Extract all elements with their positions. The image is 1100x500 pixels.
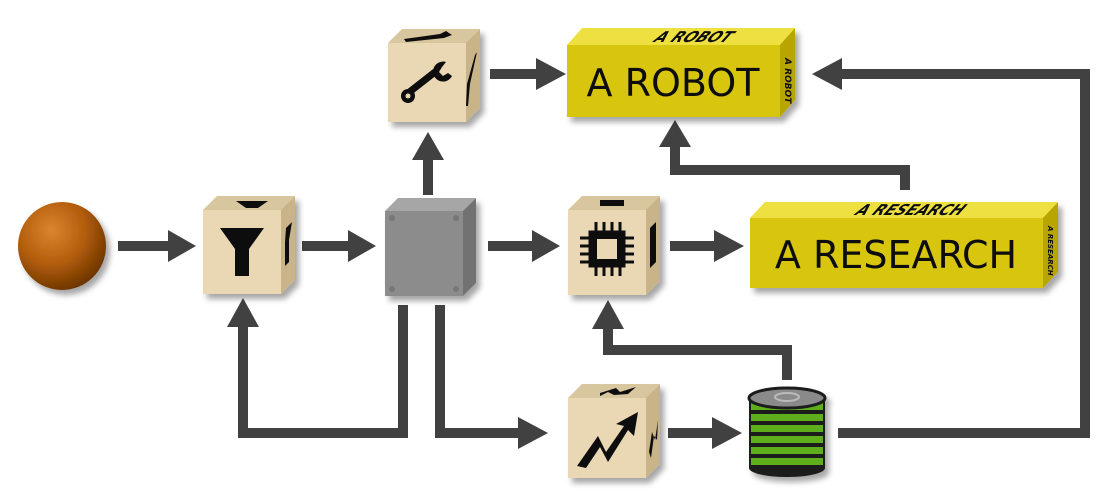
arrow-hub-to-filter <box>238 305 408 438</box>
cube-side <box>463 198 476 296</box>
robot-label-side: A ROBOT <box>782 57 792 104</box>
bolt-icon <box>389 215 395 221</box>
funnel-icon <box>220 228 264 276</box>
arrowhead <box>592 300 624 329</box>
tools-node[interactable] <box>388 29 480 122</box>
database-node[interactable] <box>747 386 827 477</box>
arrowhead <box>659 120 691 147</box>
chip-icon-side <box>650 222 656 268</box>
chip-icon-top <box>600 200 624 206</box>
screwdriver-icon <box>466 52 477 106</box>
hub-node[interactable] <box>385 198 476 296</box>
arrowhead <box>812 58 842 90</box>
zigzag-arrow-icon-top <box>600 387 636 396</box>
cube-side <box>646 384 660 478</box>
robot-output-node[interactable]: A ROBOT A ROBOT A ROBOT <box>567 28 795 117</box>
arrowhead <box>518 417 548 449</box>
bolt-icon <box>453 215 459 221</box>
arrowhead <box>712 417 742 449</box>
arrow-hub-to-growth <box>435 305 520 438</box>
bolt-icon <box>389 286 395 292</box>
source-node[interactable] <box>18 202 106 290</box>
research-label: A RESEARCH <box>775 233 1017 277</box>
robot-label: A ROBOT <box>587 61 761 105</box>
zigzag-arrow-icon-side <box>649 420 658 458</box>
box-side <box>1043 202 1058 288</box>
arrowheads <box>168 58 842 449</box>
growth-node[interactable] <box>568 384 660 478</box>
wrench-icon-top <box>404 31 452 42</box>
cube-front <box>385 211 463 296</box>
box-top <box>750 202 1058 218</box>
sphere-icon <box>18 202 106 290</box>
research-label-side: A RESEARCH <box>1046 225 1054 276</box>
arrow-database-to-chip <box>603 327 792 380</box>
connectors <box>118 69 1090 438</box>
box-side <box>780 28 795 117</box>
box-top <box>567 28 795 45</box>
zigzag-arrow-icon <box>577 412 638 468</box>
filter-node[interactable] <box>203 196 295 294</box>
cube-top <box>385 198 476 211</box>
cube-side <box>466 29 480 122</box>
robot-label-top: A ROBOT <box>649 28 740 46</box>
arrowhead <box>412 132 444 160</box>
research-output-node[interactable]: A RESEARCH A RESEARCH A RESEARCH <box>750 201 1058 288</box>
arrowhead <box>714 230 744 262</box>
funnel-icon-side <box>285 222 292 266</box>
box-front <box>567 45 780 117</box>
arrowhead <box>536 58 566 90</box>
research-label-top: A RESEARCH <box>850 201 971 219</box>
chip-icon <box>580 222 634 276</box>
arrowhead <box>532 230 560 262</box>
arrow-research-to-robot <box>670 145 910 190</box>
chip-node[interactable] <box>568 196 660 295</box>
bolt-icon <box>453 286 459 292</box>
funnel-icon-top <box>236 201 268 208</box>
wrench-icon <box>401 61 452 103</box>
arrowhead <box>227 298 259 327</box>
database-icon <box>747 386 827 477</box>
box-front <box>750 218 1043 288</box>
arrow-database-to-robot <box>838 69 1090 438</box>
arrowhead <box>168 230 196 262</box>
arrowhead <box>348 230 376 262</box>
